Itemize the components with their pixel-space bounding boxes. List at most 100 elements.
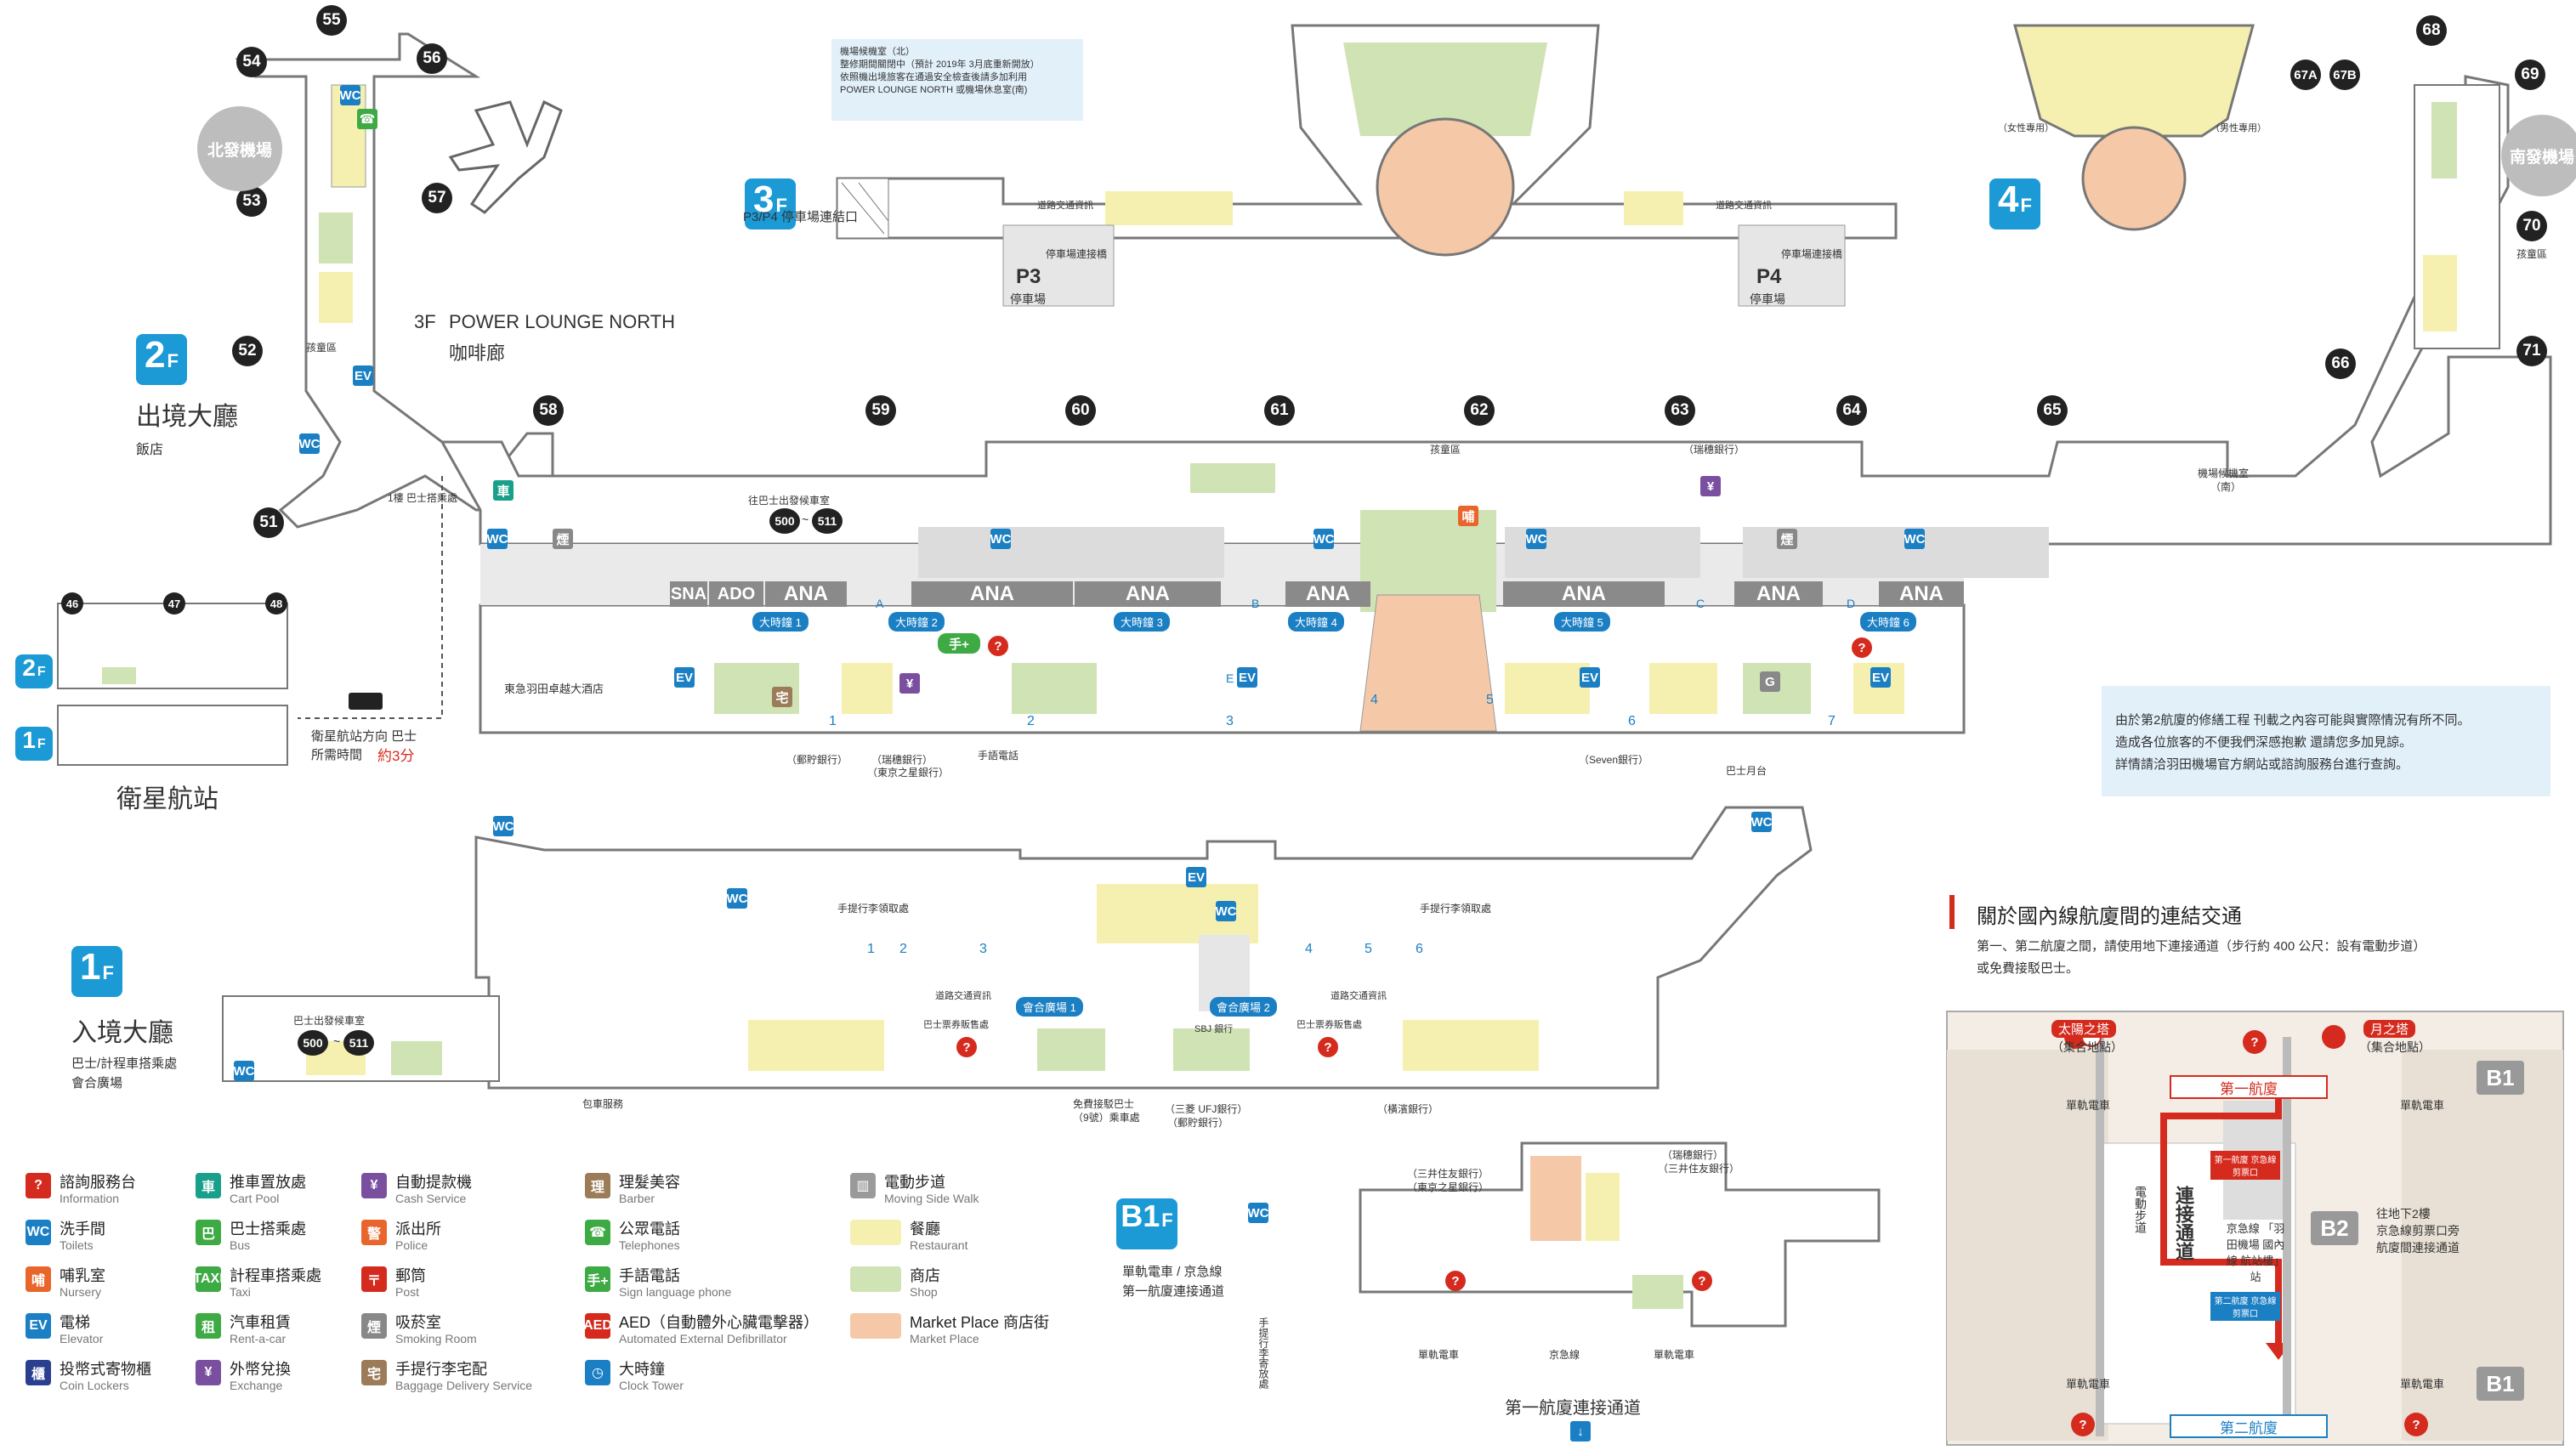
lounge-south-label: 機場候機室 (2198, 467, 2250, 479)
gate-area-3: 3 (1226, 714, 1234, 728)
legend-sublabel: Exchange (230, 1379, 283, 1392)
lounge-south-sub: （南） (2210, 481, 2242, 493)
free-bus-sub: （9號）乘車處 (1073, 1112, 1140, 1124)
bus-icon: 巴 (196, 1220, 221, 1245)
bus-ticket-2: 巴士票券販售處 (1297, 1020, 1362, 1030)
legend-label: 公眾電話 (619, 1221, 680, 1238)
legend-label: 諮詢服務台 (60, 1174, 136, 1191)
bank-mitsui-b1: （三井住友銀行） (1658, 1163, 1740, 1175)
sign-phone-icon: 手+ (938, 633, 980, 654)
notice-line-1: 機場候機室（北） (840, 47, 915, 57)
legend-label: 吸菸室 (395, 1314, 441, 1331)
north-departure-marker: 北發機場 (197, 106, 282, 191)
bus-platform-label: 巴士月台 (1726, 765, 1767, 777)
connection-title-bar (1949, 895, 1955, 929)
legend-label: 外幣兌換 (230, 1361, 291, 1378)
baggage-pickup-1: 手提行李領取處 (837, 903, 910, 915)
bus-gate-1f-500: 500 (298, 1030, 328, 1056)
lounge-3f-cafe: 咖啡廊 (449, 343, 506, 364)
meeting-square-1: 會合廣場 1 (1016, 997, 1083, 1017)
meeting-square-2: 會合廣場 2 (1210, 997, 1277, 1017)
legend-sublabel: Clock Tower (619, 1379, 684, 1392)
parking-bridge-left: 停車場連接橋 (1046, 248, 1108, 260)
bus-gate-1f-511: 511 (343, 1030, 374, 1056)
b1-keikyu: 京急線 (1549, 1349, 1580, 1361)
departure-hall-sub: 飯店 (136, 443, 164, 457)
legend-sublabel: Nursery (60, 1285, 102, 1299)
coin-locker-icon: G (1760, 671, 1780, 692)
corridor-label: 連接通道 (2173, 1186, 2194, 1260)
gate-59: 59 (865, 395, 896, 426)
notice-line-2: 整修期間關閉中（預計 2019年 3月底重新開放） (840, 59, 1040, 70)
gate-67a: 67A (2290, 59, 2321, 90)
bank-tokyo-star-2f: （東京之星銀行） (867, 767, 950, 779)
free-bus-label: 免費接駁巴士 (1073, 1098, 1135, 1110)
legend-label: Market Place 商店街 (910, 1314, 1050, 1331)
connection-desc-1: 第一、第二航廈之間，請使用地下連接通道（步行約 400 公尺：設有電動步道） (1977, 939, 2426, 954)
post-icon: 〒 (361, 1266, 387, 1292)
lounge-north-notice: 機場候機室（北） 整修期間關閉中（預計 2019年 3月底重新開放） 依照機出境… (831, 39, 1083, 121)
info-icon: ? (1692, 1271, 1712, 1291)
gate-70: 70 (2516, 211, 2547, 241)
restaurant-swatch (850, 1220, 901, 1245)
gate-71: 71 (2516, 336, 2547, 366)
gate-48: 48 (265, 592, 287, 615)
toilets-icon: WC (990, 529, 1012, 549)
b1-link-title: 第一航廈連接通道 (1505, 1399, 1641, 1418)
bank-mizuho-2f: （瑞穗銀行） (871, 754, 933, 766)
legend-label: 大時鐘 (619, 1361, 665, 1378)
info-icon: ? (2404, 1413, 2428, 1436)
legend-sublabel: Baggage Delivery Service (395, 1379, 533, 1392)
monorail-c: 單軌電車 (2066, 1378, 2111, 1391)
market-place-swatch (850, 1313, 901, 1339)
legend-sublabel: Bus (230, 1238, 251, 1252)
b2-note-3: 航廈間連接通道 (2376, 1241, 2460, 1255)
sbj-bank-label: SBJ 銀行 (1194, 1024, 1234, 1034)
tower-sun-sub: （集合地點） (2051, 1040, 2123, 1054)
gate-52: 52 (232, 336, 263, 366)
gate-area-7: 7 (1828, 714, 1836, 728)
info-icon: ? (1318, 1037, 1338, 1057)
gate-64: 64 (1836, 395, 1867, 426)
arrival-hall-sub-1: 巴士/計程車搭乘處 (71, 1056, 178, 1071)
gate-68: 68 (2416, 15, 2447, 46)
baby-area-east: 孩童區 (2516, 248, 2548, 260)
bank-tokyo-star-b1: （東京之星銀行） (1407, 1181, 1489, 1193)
legend-sublabel: Automated External Defibrillator (619, 1332, 787, 1345)
clock-tower-icon: ◷ (585, 1360, 610, 1385)
baggage-pickup-2: 手提行李領取處 (1420, 903, 1492, 915)
legend-label: 餐廳 (910, 1221, 940, 1238)
clock-tower-1: 大時鐘 1 (752, 612, 809, 632)
legend-sublabel: Shop (910, 1285, 938, 1299)
legend-sublabel: Elevator (60, 1332, 104, 1345)
toilets-icon: WC (234, 1061, 255, 1081)
gate-53: 53 (236, 186, 267, 217)
bank-smbc-b1: （三井住友銀行） (1407, 1168, 1489, 1180)
clock-tower-4: 大時鐘 4 (1288, 612, 1344, 632)
police-icon: 警 (361, 1220, 387, 1245)
legend-label: 哺乳室 (60, 1267, 105, 1284)
pickup-2: 2 (899, 942, 907, 956)
tower-moon-label: 月之塔 (2363, 1020, 2416, 1038)
legend-label: 自動提款機 (395, 1174, 472, 1191)
gate-57: 57 (422, 183, 452, 213)
gate-area-5: 5 (1486, 693, 1494, 707)
rent-a-car-icon: 租 (196, 1313, 221, 1339)
airline-ana-2: ANA (911, 581, 1073, 607)
p4-label: P4 (1756, 265, 1782, 288)
legend-sublabel: Telephones (619, 1238, 680, 1252)
airline-sna: SNA (670, 581, 707, 607)
cart-pool-icon: 車 (493, 480, 513, 501)
t1-ticket-gate: 第一航廈 京急線剪票口 (2210, 1151, 2280, 1180)
renovation-notice-3: 詳情請洽羽田機場官方網站或諮詢服務台進行查詢。 (2115, 757, 2409, 772)
legend-label: 洗手間 (60, 1221, 105, 1238)
pickup-1: 1 (867, 942, 875, 956)
